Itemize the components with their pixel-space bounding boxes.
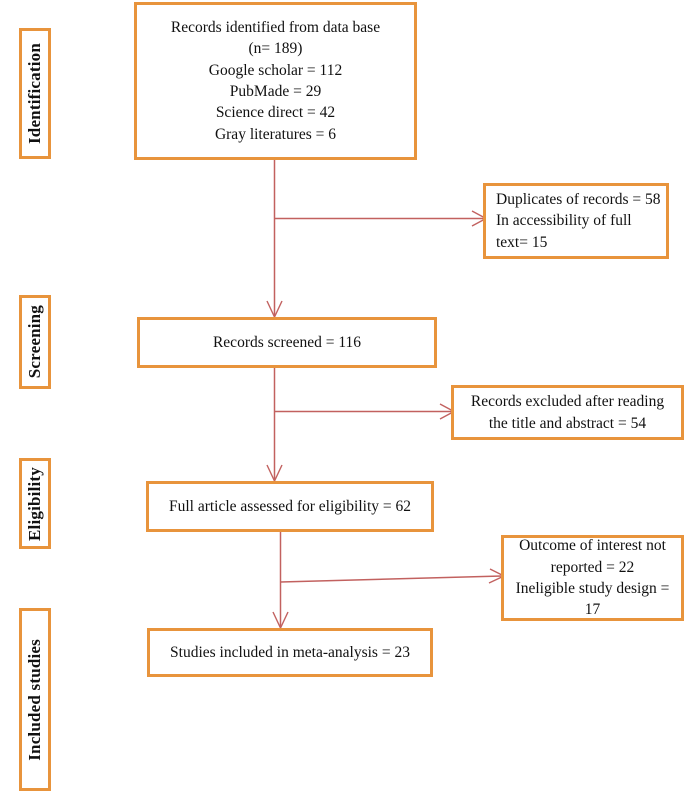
box-studies-included: Studies included in meta-analysis = 23 bbox=[147, 628, 433, 677]
box-records-identified: Records identified from data base (n= 18… bbox=[134, 2, 417, 160]
box-records-screened: Records screened = 116 bbox=[137, 317, 437, 368]
stage-label-included-studies-text: Included studies bbox=[25, 638, 44, 761]
box-excluded-outcome-design: Outcome of interest not reported = 22 In… bbox=[501, 535, 684, 621]
records-identified-line-6: Gray literatures = 6 bbox=[214, 125, 337, 143]
stage-label-screening: Screening bbox=[19, 295, 51, 389]
records-identified-line-3: Google scholar = 112 bbox=[208, 61, 343, 79]
box-duplicates: Duplicates of records = 58 In accessibil… bbox=[483, 183, 669, 259]
records-screened-line-1: Records screened = 116 bbox=[212, 333, 362, 351]
excluded-outcome-line-4: Ineligible study design = bbox=[515, 580, 670, 597]
excluded-title-abstract-line-1: Records excluded after reading bbox=[470, 393, 665, 411]
box-records-excluded-title-abstract: Records excluded after reading the title… bbox=[451, 385, 684, 440]
full-article-line-1: Full article assessed for eligibility = … bbox=[168, 497, 412, 515]
excluded-outcome-line-2: reported = 22 bbox=[550, 558, 635, 576]
excluded-title-abstract-line-2: the title and abstract = 54 bbox=[488, 414, 647, 432]
duplicates-line-2: In accessibility of full bbox=[496, 212, 632, 230]
stage-label-identification-text: Identification bbox=[25, 42, 44, 145]
records-identified-line-5: Science direct = 42 bbox=[215, 104, 336, 122]
duplicates-line-1: Duplicates of records = 58 bbox=[496, 190, 661, 208]
records-identified-line-1: Records identified from data base bbox=[170, 18, 381, 36]
studies-included-line-1: Studies included in meta-analysis = 23 bbox=[170, 643, 410, 661]
stage-label-screening-text: Screening bbox=[25, 305, 44, 379]
records-identified-line-4: PubMade = 29 bbox=[229, 83, 322, 100]
stage-label-eligibility: Eligibility bbox=[19, 458, 51, 549]
stage-label-included-studies: Included studies bbox=[19, 608, 51, 791]
box-full-article-assessed: Full article assessed for eligibility = … bbox=[146, 481, 434, 532]
excluded-outcome-line-5: 17 bbox=[584, 601, 601, 619]
stage-label-eligibility-text: Eligibility bbox=[25, 466, 44, 541]
connector-full-article-to-excluded-outcome bbox=[280, 575, 503, 583]
records-identified-line-2: (n= 189) bbox=[248, 40, 303, 58]
stage-label-identification: Identification bbox=[19, 28, 51, 159]
duplicates-line-3: text= 15 bbox=[496, 233, 548, 251]
excluded-outcome-line-1: Outcome of interest not bbox=[519, 537, 666, 555]
